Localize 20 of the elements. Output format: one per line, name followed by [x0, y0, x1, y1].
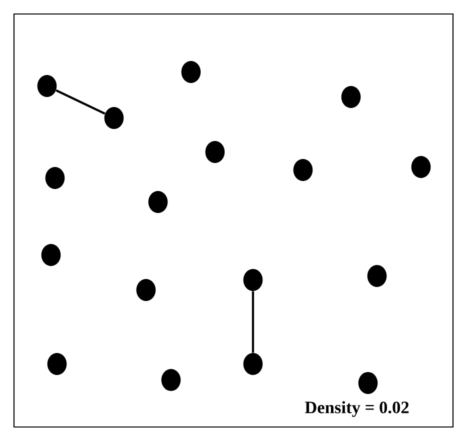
dot — [293, 159, 313, 181]
dot — [104, 107, 124, 129]
dot — [37, 75, 57, 97]
density-label: Density = 0.02 — [304, 401, 409, 417]
dot — [341, 86, 361, 108]
dot — [136, 279, 156, 301]
dot — [161, 369, 181, 391]
dot — [45, 167, 65, 189]
dot — [243, 269, 263, 291]
dot — [411, 156, 431, 178]
dot — [205, 141, 225, 163]
dot — [243, 353, 263, 375]
dot — [41, 244, 61, 266]
dot — [148, 191, 168, 213]
line — [252, 291, 254, 353]
dot — [367, 265, 387, 287]
dot — [181, 61, 201, 83]
dot — [47, 353, 67, 375]
line — [56, 89, 106, 115]
dot — [358, 372, 378, 394]
